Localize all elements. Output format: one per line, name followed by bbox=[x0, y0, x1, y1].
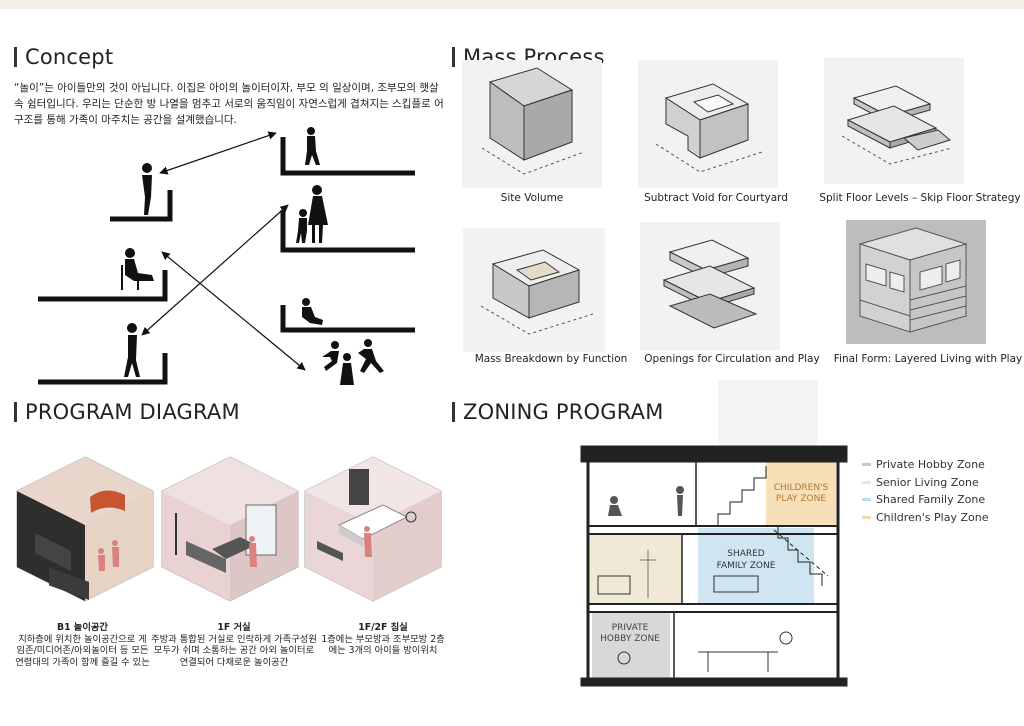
legend-swatch bbox=[862, 498, 871, 502]
concept-diagram bbox=[38, 127, 415, 385]
concept-text: “놀이”는 아이들만의 것이 아닙니다. 이집은 아이의 놀이터이자, 부모 의… bbox=[14, 82, 444, 126]
title-bar bbox=[452, 47, 455, 67]
room-b1-play-image bbox=[16, 456, 154, 602]
playing-children-icon bbox=[322, 339, 384, 385]
legend-item: Shared Family Zone bbox=[862, 491, 988, 509]
legend-item: Senior Living Zone bbox=[862, 474, 988, 492]
room-caption: 1F 거실 주방과 통합된 거실로 인락하게 가족구성원 모두가 쉬며 소통하는… bbox=[150, 622, 318, 668]
child-holding-hand-icon bbox=[296, 209, 307, 243]
room-caption: 1F/2F 침실 1층에는 부모방과 조부모방 2층에는 3개의 아이들 방이위… bbox=[318, 622, 448, 657]
interaction-arrows bbox=[141, 131, 306, 371]
mass-step-label: Subtract Void for Courtyard bbox=[644, 192, 788, 204]
openings-image bbox=[640, 222, 780, 350]
walking-child-icon bbox=[305, 127, 320, 165]
mass-breakdown-image bbox=[463, 228, 605, 352]
mass-step-label: Openings for Circulation and Play bbox=[644, 353, 820, 365]
concept-title-text: Concept bbox=[25, 45, 114, 69]
title-bar bbox=[14, 47, 17, 67]
zoning-program-title: ZONING PROGRAM bbox=[452, 400, 664, 424]
legend-item: Private Hobby Zone bbox=[862, 456, 988, 474]
legend-item: Children's Play Zone bbox=[862, 509, 988, 527]
mass-step-label: Split Floor Levels – Skip Floor Strategy bbox=[819, 192, 1021, 204]
mass-step-label: Final Form: Layered Living with Play bbox=[833, 353, 1023, 365]
site-volume-image bbox=[462, 60, 602, 188]
room-caption-desc: 주방과 통합된 거실로 인락하게 가족구성원 모두가 쉬며 소통하는 공간 아외… bbox=[151, 633, 317, 668]
split-floors-image bbox=[824, 58, 964, 184]
program-diagram-title-text: PROGRAM DIAGRAM bbox=[25, 400, 240, 424]
subtract-void-image bbox=[638, 60, 778, 188]
legend-label: Children's Play Zone bbox=[876, 510, 989, 524]
title-bar bbox=[452, 402, 455, 422]
room-bedroom-image bbox=[304, 456, 442, 602]
mass-step-label: Mass Breakdown by Function bbox=[474, 353, 628, 365]
title-bar bbox=[14, 402, 17, 422]
top-band bbox=[0, 0, 1024, 9]
room-caption-title: 1F 거실 bbox=[217, 622, 251, 633]
sitting-grandparent-icon bbox=[121, 248, 154, 290]
final-form-image bbox=[846, 220, 986, 344]
legend-swatch bbox=[862, 480, 871, 484]
room-caption-desc: 1층에는 부모방과 조부모방 2층에는 3개의 아이들 방이위치 bbox=[321, 633, 445, 657]
sitting-child-icon bbox=[302, 298, 323, 325]
legend-swatch bbox=[862, 463, 871, 467]
room-caption-title: 1F/2F 침실 bbox=[358, 622, 408, 633]
mother-icon bbox=[308, 185, 328, 243]
legend-label: Shared Family Zone bbox=[876, 493, 986, 507]
legend-swatch bbox=[862, 515, 871, 519]
concept-title: Concept bbox=[14, 45, 113, 69]
zoning-legend: Private Hobby Zone Senior Living Zone Sh… bbox=[862, 456, 988, 526]
room-1f-living-image bbox=[161, 456, 299, 602]
walking-person-icon bbox=[124, 323, 140, 377]
zoning-program-title-text: ZONING PROGRAM bbox=[463, 400, 664, 424]
family-figures bbox=[121, 127, 384, 385]
standing-person-icon bbox=[142, 163, 152, 215]
legend-label: Private Hobby Zone bbox=[876, 458, 985, 472]
section-furniture bbox=[597, 486, 793, 672]
room-caption-desc: 지하층에 위치한 놀이공간으로 게임존/미디어존/아외놀이터 등 모든 연령대의… bbox=[15, 633, 150, 668]
legend-label: Senior Living Zone bbox=[876, 475, 979, 489]
room-caption: B1 놀이공간 지하층에 위치한 놀이공간으로 게임존/미디어존/아외놀이터 등… bbox=[15, 622, 150, 668]
mass-step-label: Site Volume bbox=[500, 192, 564, 204]
program-diagram-title: PROGRAM DIAGRAM bbox=[14, 400, 240, 424]
room-caption-title: B1 놀이공간 bbox=[56, 622, 108, 633]
